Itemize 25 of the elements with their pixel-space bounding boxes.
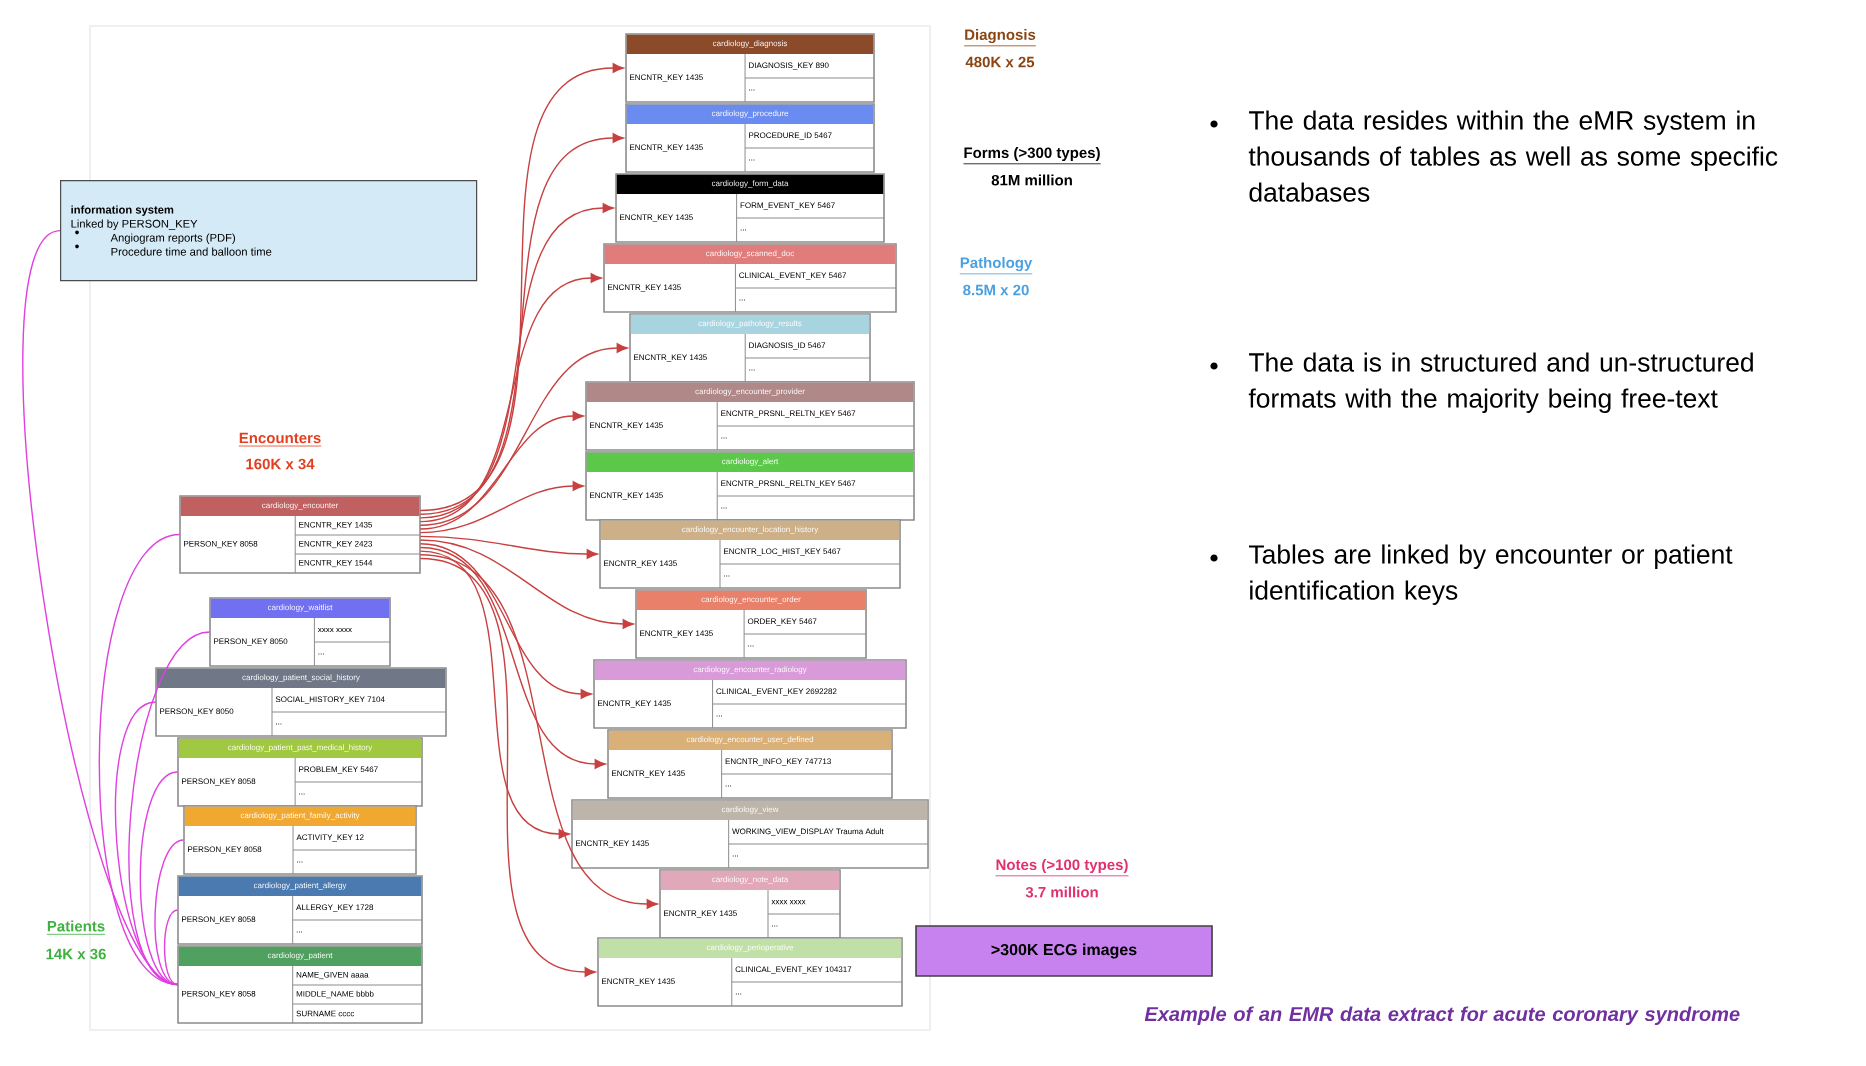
- connector: [419, 546, 606, 769]
- bullet-point: The data resides within the eMR system in thousands of tables as well as some specific databases: [1248, 110, 1778, 202]
- connector: [419, 63, 624, 512]
- connector: [419, 411, 584, 530]
- connector: [154, 839, 185, 986]
- connector: [419, 543, 592, 699]
- connector: [128, 631, 211, 986]
- connector: [163, 909, 179, 986]
- connector: [419, 535, 598, 559]
- connector: [419, 273, 602, 523]
- caption: Example of an EMR data extract for acute coronary syndrome: [1144, 1006, 1740, 1026]
- connector: [98, 533, 181, 986]
- bullet-point: The data is in structured and un-structured formats with the majority being free-text: [1248, 352, 1753, 413]
- connector: [419, 554, 658, 909]
- connector: [419, 203, 614, 519]
- connector: [419, 343, 628, 526]
- connector: [419, 539, 634, 629]
- bullet-point: Tables are linked by encounter or patient identification keys: [1249, 544, 1733, 606]
- connector: [419, 550, 570, 839]
- connector: [419, 557, 596, 977]
- connector: [139, 771, 179, 986]
- connector: [419, 481, 584, 534]
- connector: [114, 701, 179, 986]
- image-count-box: >300K ECG images: [915, 925, 1213, 977]
- connector: [419, 133, 624, 515]
